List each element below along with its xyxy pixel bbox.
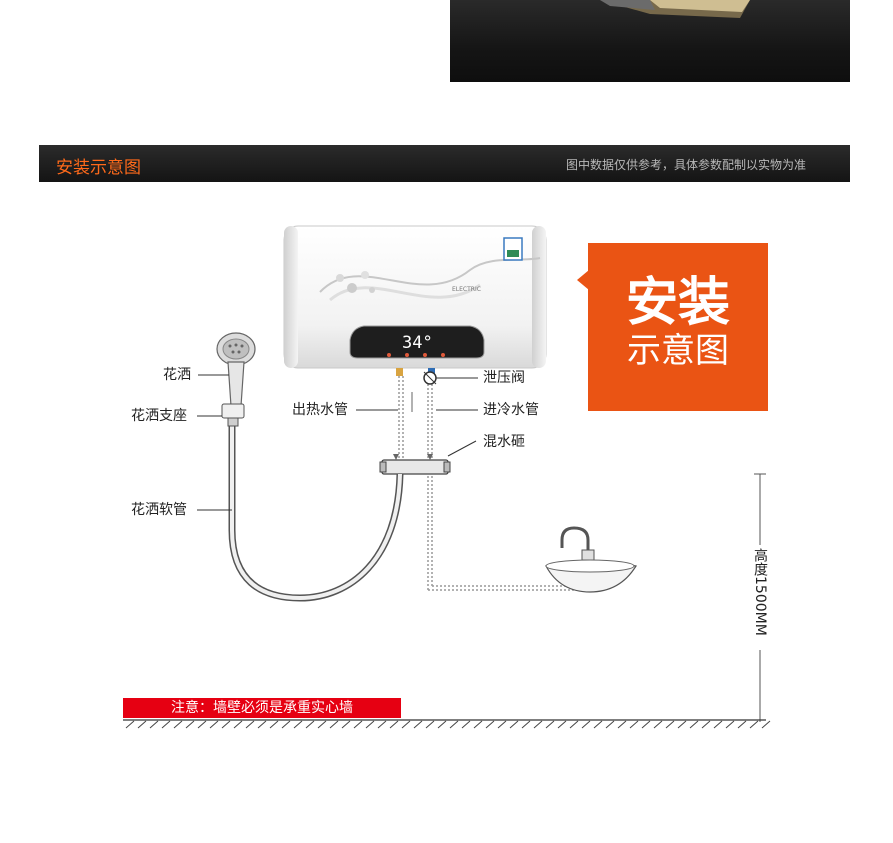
hatch-mark xyxy=(209,720,219,729)
label-shower-holder: 花洒支座 xyxy=(131,408,187,424)
hatch-mark xyxy=(725,720,735,729)
hatch-mark xyxy=(317,720,327,729)
hatch-mark xyxy=(233,720,243,729)
hatch-mark xyxy=(629,720,639,729)
hatch-mark xyxy=(581,720,591,729)
height-scale xyxy=(754,473,766,722)
ground-line xyxy=(123,719,771,729)
hatch-mark xyxy=(401,720,411,729)
hatch-mark xyxy=(485,720,495,729)
hatch-mark xyxy=(761,720,771,729)
label-shower-head: 花洒 xyxy=(163,367,191,383)
hatch-mark xyxy=(269,720,279,729)
product-banner-image xyxy=(450,0,850,82)
hatch-mark xyxy=(389,720,399,729)
hatch-mark xyxy=(749,720,759,729)
hatch-mark xyxy=(197,720,207,729)
hatch-mark xyxy=(713,720,723,729)
hatch-mark xyxy=(677,720,687,729)
section-title: 安装示意图 xyxy=(56,158,141,178)
warning-bar: 注意：墙壁必须是承重实心墙 xyxy=(123,698,401,718)
hatch-mark xyxy=(653,720,663,729)
hatch-mark xyxy=(665,720,675,729)
shower-head xyxy=(216,332,256,407)
label-mixing-valve: 混水砸 xyxy=(483,434,525,450)
hatch-mark xyxy=(641,720,651,729)
shower-hose xyxy=(228,425,404,602)
section-header-bar: 安装示意图 图中数据仅供参考，具体参数配制以实物为准 xyxy=(39,145,850,182)
hatch-mark xyxy=(257,720,267,729)
section-note: 图中数据仅供参考，具体参数配制以实物为准 xyxy=(565,158,806,172)
decor-circles xyxy=(336,271,375,293)
hatch-mark xyxy=(365,720,375,729)
hatch-mark xyxy=(173,720,183,729)
banner-graphic xyxy=(600,0,750,18)
badge-pointer xyxy=(577,270,589,290)
hatch-mark xyxy=(245,720,255,729)
hatch-mark xyxy=(617,720,627,729)
hatch-mark xyxy=(509,720,519,729)
leader-lines xyxy=(197,374,478,511)
hatch-mark xyxy=(461,720,471,729)
shower-holder xyxy=(221,403,245,427)
hatch-mark xyxy=(161,720,171,729)
hatch-mark xyxy=(497,720,507,729)
label-cold-inlet: 进冷水管 xyxy=(483,402,539,418)
hatch-mark xyxy=(281,720,291,729)
hatch-mark xyxy=(473,720,483,729)
hatch-mark xyxy=(449,720,459,729)
hatch-mark xyxy=(149,720,159,729)
label-relief-valve: 泄压阀 xyxy=(483,370,525,386)
hatch-mark xyxy=(425,720,435,729)
warning-text: 注意：墙壁必须是承重实心墙 xyxy=(171,700,353,716)
hatch-mark xyxy=(557,720,567,729)
hatch-mark xyxy=(545,720,555,729)
hatch-mark xyxy=(341,720,351,729)
badge-title: 安装 xyxy=(625,273,730,333)
hatch-mark xyxy=(521,720,531,729)
hatch-mark xyxy=(185,720,195,729)
sink-faucet xyxy=(545,526,637,593)
hatch-mark xyxy=(533,720,543,729)
hatch-mark xyxy=(353,720,363,729)
water-heater: ELECTRIC 34° xyxy=(283,225,547,369)
hatch-mark xyxy=(221,720,231,729)
hatch-mark xyxy=(437,720,447,729)
height-label: 高度1500MM xyxy=(752,548,768,636)
hatch-mark xyxy=(701,720,711,729)
mixing-valve xyxy=(379,454,451,475)
hatch-mark xyxy=(689,720,699,729)
label-shower-hose: 花洒软管 xyxy=(131,502,187,518)
hatch-mark xyxy=(593,720,603,729)
label-hot-outlet: 出热水管 xyxy=(292,402,348,418)
hatch-mark xyxy=(737,720,747,729)
temperature-display: 34° xyxy=(402,333,433,353)
install-badge: 安装 示意图 xyxy=(588,243,768,411)
hatch-mark xyxy=(293,720,303,729)
hatch-mark xyxy=(329,720,339,729)
hatch-mark xyxy=(413,720,423,729)
brand-text: ELECTRIC xyxy=(452,286,481,293)
hatch-mark xyxy=(125,720,135,729)
hatch-mark xyxy=(137,720,147,729)
hatch-mark xyxy=(377,720,387,729)
hatch-mark xyxy=(305,720,315,729)
badge-subtitle: 示意图 xyxy=(627,331,729,371)
hatch-mark xyxy=(569,720,579,729)
hatch-mark xyxy=(605,720,615,729)
